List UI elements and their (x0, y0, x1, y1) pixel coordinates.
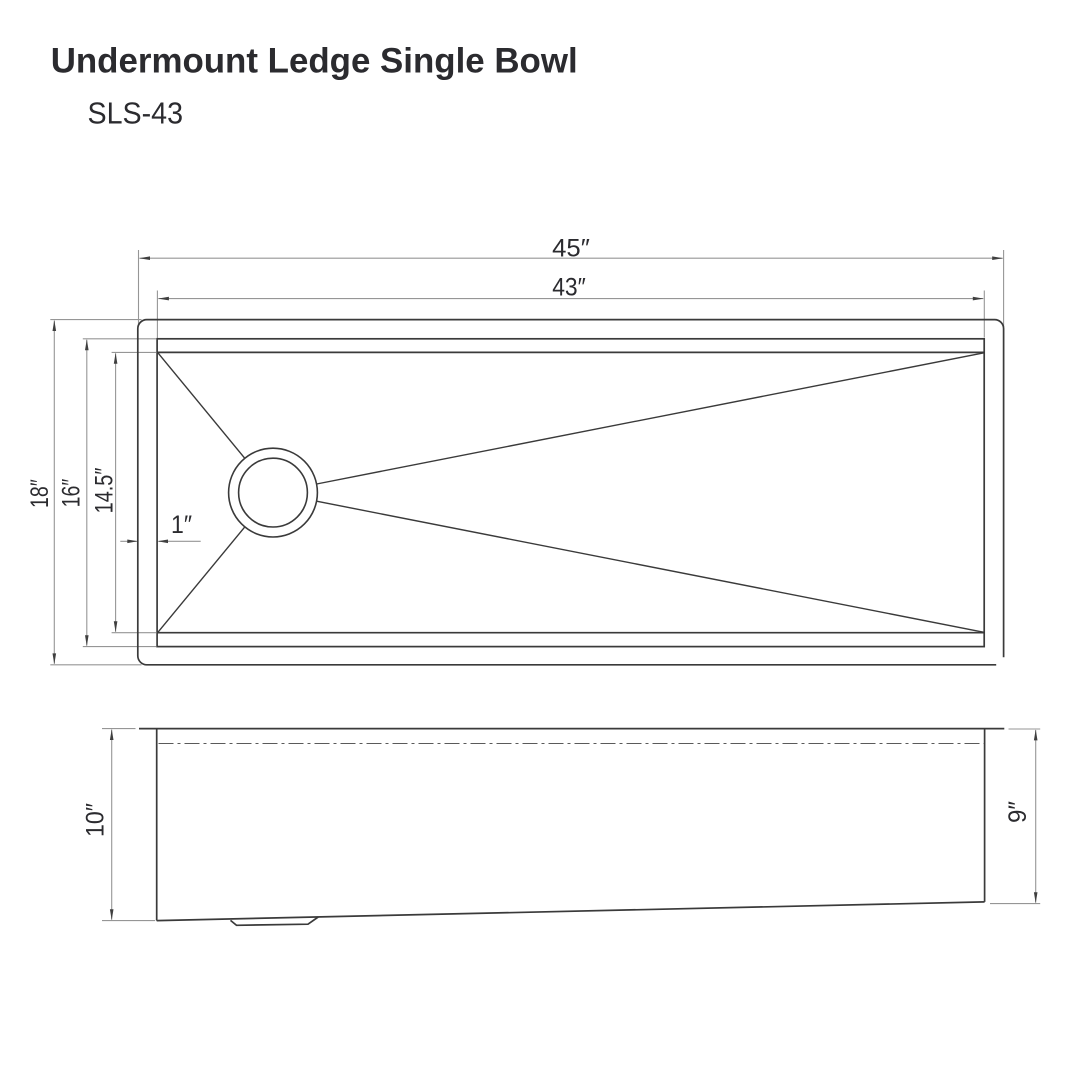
svg-text:9″: 9″ (1004, 801, 1032, 823)
svg-text:10″: 10″ (81, 803, 109, 837)
svg-text:Undermount Ledge Single Bowl: Undermount Ledge Single Bowl (51, 42, 578, 81)
svg-text:SLS-43: SLS-43 (88, 96, 184, 131)
svg-text:43″: 43″ (552, 273, 586, 301)
svg-text:18″: 18″ (26, 479, 54, 508)
svg-text:1″: 1″ (171, 511, 192, 539)
svg-text:16″: 16″ (57, 479, 85, 508)
svg-text:14.5″: 14.5″ (91, 468, 119, 514)
svg-text:45″: 45″ (552, 235, 590, 263)
